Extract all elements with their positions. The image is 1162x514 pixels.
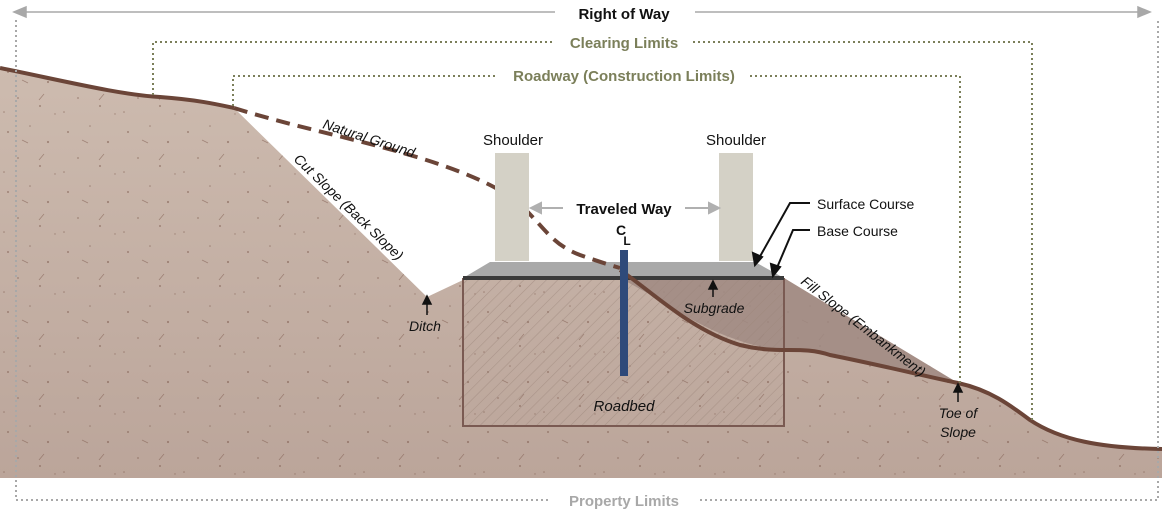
property-limits-label: Property Limits — [569, 493, 679, 510]
clearing-limits-line — [152, 41, 1033, 420]
soil-speckle — [0, 68, 1162, 478]
roadbed-label: Roadbed — [594, 398, 656, 415]
shoulder-left-label: Shoulder — [483, 132, 543, 149]
surface-course-pointer — [751, 202, 810, 268]
shoulder-post-left — [495, 153, 529, 261]
toe-of-slope-label-line1: Toe of — [939, 405, 980, 421]
ditch-label: Ditch — [409, 318, 441, 334]
shoulder-right-label: Shoulder — [706, 132, 766, 149]
traveled-way-label: Traveled Way — [576, 201, 672, 218]
roadway-limits-label: Roadway (Construction Limits) — [513, 68, 735, 85]
roadway-limits-line — [232, 75, 961, 383]
surface-course-label: Surface Course — [817, 196, 914, 212]
right-ground-line — [957, 381, 1162, 451]
clearing-limits-label: Clearing Limits — [570, 35, 678, 52]
toe-of-slope-arrow — [952, 382, 964, 402]
centerline-l-label: L — [623, 234, 630, 248]
toe-of-slope-label-line2: Slope — [940, 424, 976, 440]
subgrade-arrow — [707, 279, 719, 297]
subgrade-label: Subgrade — [684, 300, 745, 316]
natural-ground-under-fill — [618, 268, 959, 385]
base-course-pointer — [769, 229, 810, 279]
centerline-bar — [620, 250, 628, 376]
right-of-way-line — [12, 5, 1152, 19]
ditch-arrow — [421, 294, 433, 315]
centerline-c-label: C — [616, 222, 626, 238]
right-of-way-label: Right of Way — [578, 6, 670, 23]
natural-ground-line — [0, 66, 235, 110]
property-limits-line — [15, 20, 1159, 501]
shoulder-post-right — [719, 153, 753, 261]
natural-ground-label: Natural Ground — [321, 116, 418, 161]
traveled-way-arrows — [528, 201, 722, 215]
base-course-label: Base Course — [817, 223, 898, 239]
